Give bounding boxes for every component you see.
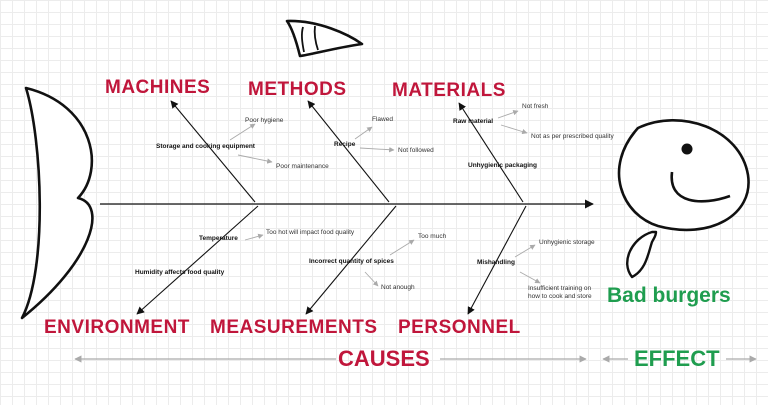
leaf-poor-hygiene: Poor hygiene [245, 117, 284, 124]
subcause-packaging: Unhygienic packaging [468, 162, 537, 169]
fish-mouth [670, 171, 731, 203]
subcause-mishandling: Mishandling [477, 259, 515, 266]
category-methods: METHODS [248, 79, 347, 100]
dorsal-fin [285, 19, 364, 58]
subcause-spices: Incorrect quantity of spices [309, 258, 394, 265]
subcause-recipe: Recipe [334, 141, 356, 148]
leaf-not-fresh: Not fresh [522, 103, 549, 110]
leaf-unhygienic-storage: Unhygienic storage [539, 239, 595, 246]
leaf-flawed: Flawed [372, 116, 393, 123]
subcause-humidity: Humidity affects food quality [135, 269, 225, 276]
leaf-not-followed: Not followed [398, 147, 434, 154]
subcause-storage: Storage and cooking equipment [156, 143, 255, 150]
subcause-temperature: Temperature [199, 235, 238, 242]
fish-eye [681, 143, 693, 155]
leaf-not-enough: Not anough [381, 284, 415, 291]
fish-tail [20, 86, 94, 320]
category-environment: ENVIRONMENT [44, 317, 190, 338]
category-machines: MACHINES [105, 77, 211, 98]
causes-label: CAUSES [338, 346, 430, 371]
leaf-too-much: Too much [418, 233, 447, 240]
category-measurements: MEASUREMENTS [210, 317, 378, 338]
leaf-insufficient-training-line2: how to cook and store [528, 293, 592, 300]
effect-title: Bad burgers [607, 284, 731, 307]
leaf-poor-maintenance: Poor maintenance [276, 163, 329, 170]
effect-label: EFFECT [634, 346, 720, 371]
leaf-too-hot: Too hot will impact food quality [266, 229, 355, 236]
category-materials: MATERIALS [392, 80, 506, 101]
fish-head [617, 119, 750, 232]
subcause-raw-material: Raw material [453, 118, 494, 125]
leaf-insufficient-training-line1: Insufficient training on [528, 285, 592, 292]
leaf-insufficient-training: Insufficient training on how to cook and… [528, 285, 592, 301]
pectoral-fin [626, 230, 658, 279]
category-personnel: PERSONNEL [398, 317, 521, 338]
leaf-not-prescribed: Not as per prescribed quality [531, 133, 614, 140]
